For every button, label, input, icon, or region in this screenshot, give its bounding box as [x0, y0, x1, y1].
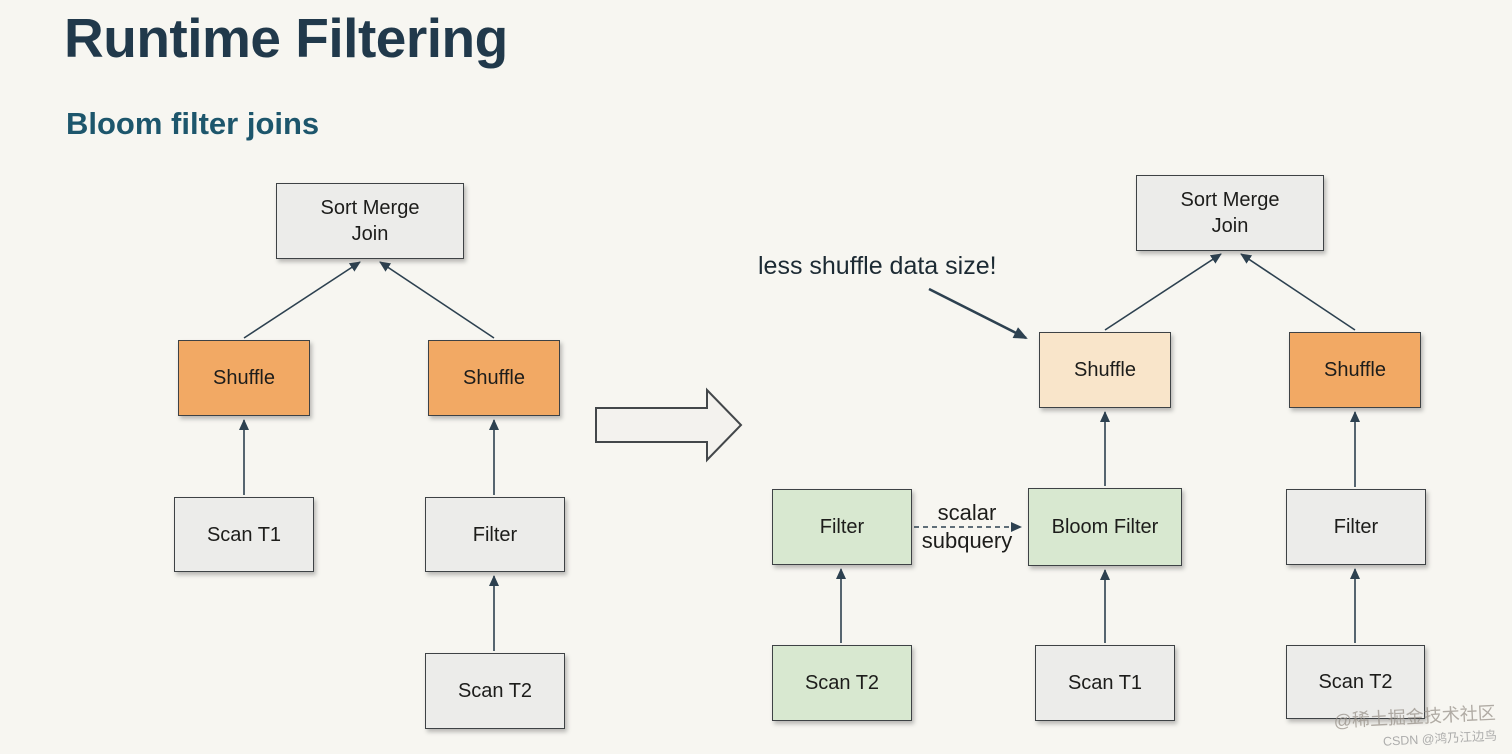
node-label: Filter [472, 523, 518, 546]
node-label: Shuffle [213, 367, 275, 389]
node-shuffle-left-before: Shuffle [178, 340, 310, 416]
node-label: Scan T2 [457, 680, 533, 702]
node-scan-t2-subquery-after: Scan T2 [772, 645, 912, 721]
node-scan-t2-right-after: Scan T2 [1286, 645, 1425, 719]
node-shuffle-right-before: Shuffle [428, 340, 560, 416]
node-label: Sort Merge Join [1180, 189, 1280, 237]
node-label: Shuffle [1074, 359, 1136, 381]
node-shuffle-left-after: Shuffle [1039, 332, 1171, 408]
node-label: Bloom Filter [1051, 516, 1159, 538]
node-label: Sort Merge Join [320, 197, 420, 245]
node-shuffle-right-after: Shuffle [1289, 332, 1421, 408]
node-sort-merge-join-after: Sort Merge Join [1136, 175, 1324, 251]
annotation-less-shuffle: less shuffle data size! [758, 252, 997, 280]
node-filter-right-after: Filter [1286, 489, 1426, 565]
node-label: Filter [819, 516, 865, 538]
node-label: Scan T1 [206, 523, 282, 546]
node-sort-merge-join-before: Sort Merge Join [276, 183, 464, 259]
node-label: Filter [1333, 516, 1379, 538]
node-scan-t2-before: Scan T2 [425, 653, 565, 729]
node-label: Scan T2 [804, 672, 880, 694]
label-scalar-subquery: scalar subquery [921, 500, 1013, 553]
page-title: Runtime Filtering [64, 7, 508, 69]
node-scan-t1-before: Scan T1 [174, 497, 314, 572]
edge-shuffle-right-to-smj-after [1240, 253, 1356, 331]
page-subtitle: Bloom filter joins [66, 106, 320, 141]
node-filter-subquery-after: Filter [772, 489, 912, 565]
annotation-arrow [928, 287, 1028, 340]
node-scan-t1-after: Scan T1 [1035, 645, 1175, 721]
node-label: Shuffle [1324, 359, 1386, 381]
transform-arrow [595, 387, 743, 463]
edge-shuffle-right-to-smj-before [379, 261, 495, 339]
node-label: Shuffle [463, 367, 525, 389]
node-label: Scan T1 [1067, 672, 1143, 694]
node-label: Scan T2 [1318, 671, 1393, 693]
node-filter-before: Filter [425, 497, 565, 572]
node-bloom-filter-after: Bloom Filter [1028, 488, 1182, 566]
edge-shuffle-left-to-smj-before [243, 261, 361, 339]
edge-shuffle-left-to-smj-after [1104, 253, 1222, 331]
